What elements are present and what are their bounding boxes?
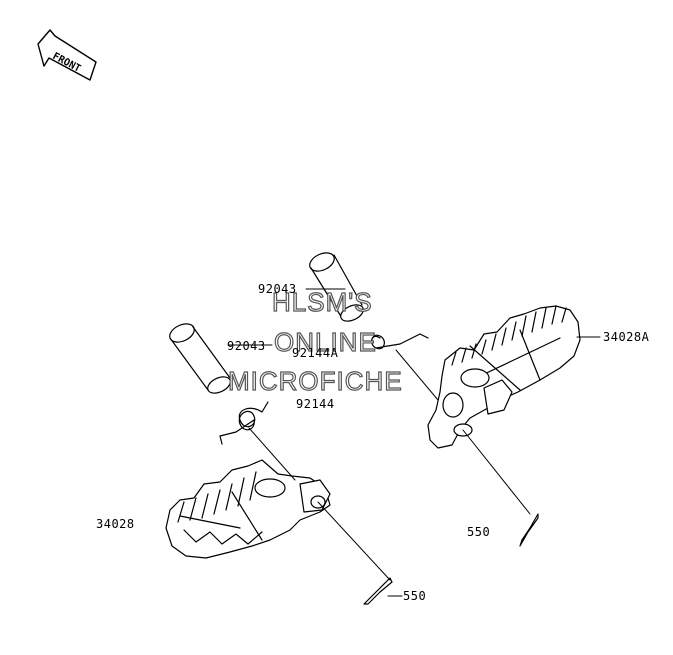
label-spring: 92144: [296, 397, 335, 411]
watermark-line-1: HLSM'S: [271, 287, 373, 317]
label-footpeg-left: 34028: [96, 517, 135, 531]
pin-upper: [309, 252, 364, 322]
label-pin-upper: 92043: [258, 282, 297, 296]
watermark-line-3: MICROFICHE: [227, 366, 403, 396]
footpeg-left: [165, 459, 331, 559]
spring-92144: [219, 401, 269, 445]
leader-lines: [227, 288, 601, 597]
spring-92144a: [371, 333, 429, 350]
label-cotter-left: 550: [403, 589, 427, 603]
cotter-pin-left: [363, 577, 393, 605]
footpeg-right: [427, 305, 581, 449]
label-cotter-right: 550: [467, 525, 491, 539]
label-pin-left: 92043: [227, 339, 266, 353]
label-footpeg-right: 34028A: [603, 330, 650, 344]
pin-left: [169, 323, 231, 394]
label-spring-a: 92144A: [292, 346, 339, 360]
cotter-pin-right: [519, 513, 539, 547]
watermark-line-2: ONLINE: [273, 327, 377, 357]
front-arrow-icon: FRONT: [37, 29, 97, 81]
